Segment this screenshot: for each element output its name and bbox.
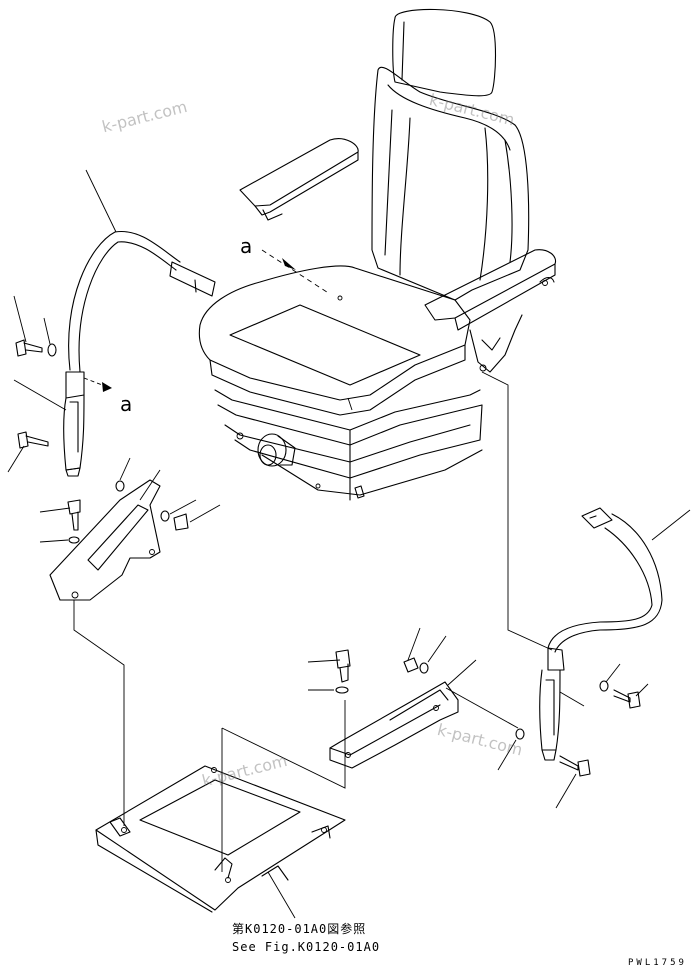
view-label-a-belt: a xyxy=(120,392,133,416)
left-fasteners xyxy=(15,339,189,544)
seat-mount-plate xyxy=(95,765,346,913)
view-label-a-seat: a xyxy=(240,234,253,258)
callout-leaders xyxy=(7,169,691,809)
operator-seat xyxy=(198,8,557,501)
right-mount-bracket xyxy=(329,649,525,769)
left-seat-belt xyxy=(63,230,216,477)
left-mount-bracket xyxy=(49,479,161,601)
reference-note-jp: 第K0120-01A0図参照 xyxy=(232,922,367,936)
view-arrow-a-belt xyxy=(83,377,112,392)
right-fasteners xyxy=(559,680,641,777)
right-seat-belt xyxy=(539,507,663,761)
reference-note-en: See Fig.K0120-01A0 xyxy=(232,940,381,954)
view-arrow-a-seat xyxy=(261,249,331,295)
drawing-code: PWL1759 xyxy=(628,958,687,968)
adjust-knob xyxy=(257,433,296,467)
